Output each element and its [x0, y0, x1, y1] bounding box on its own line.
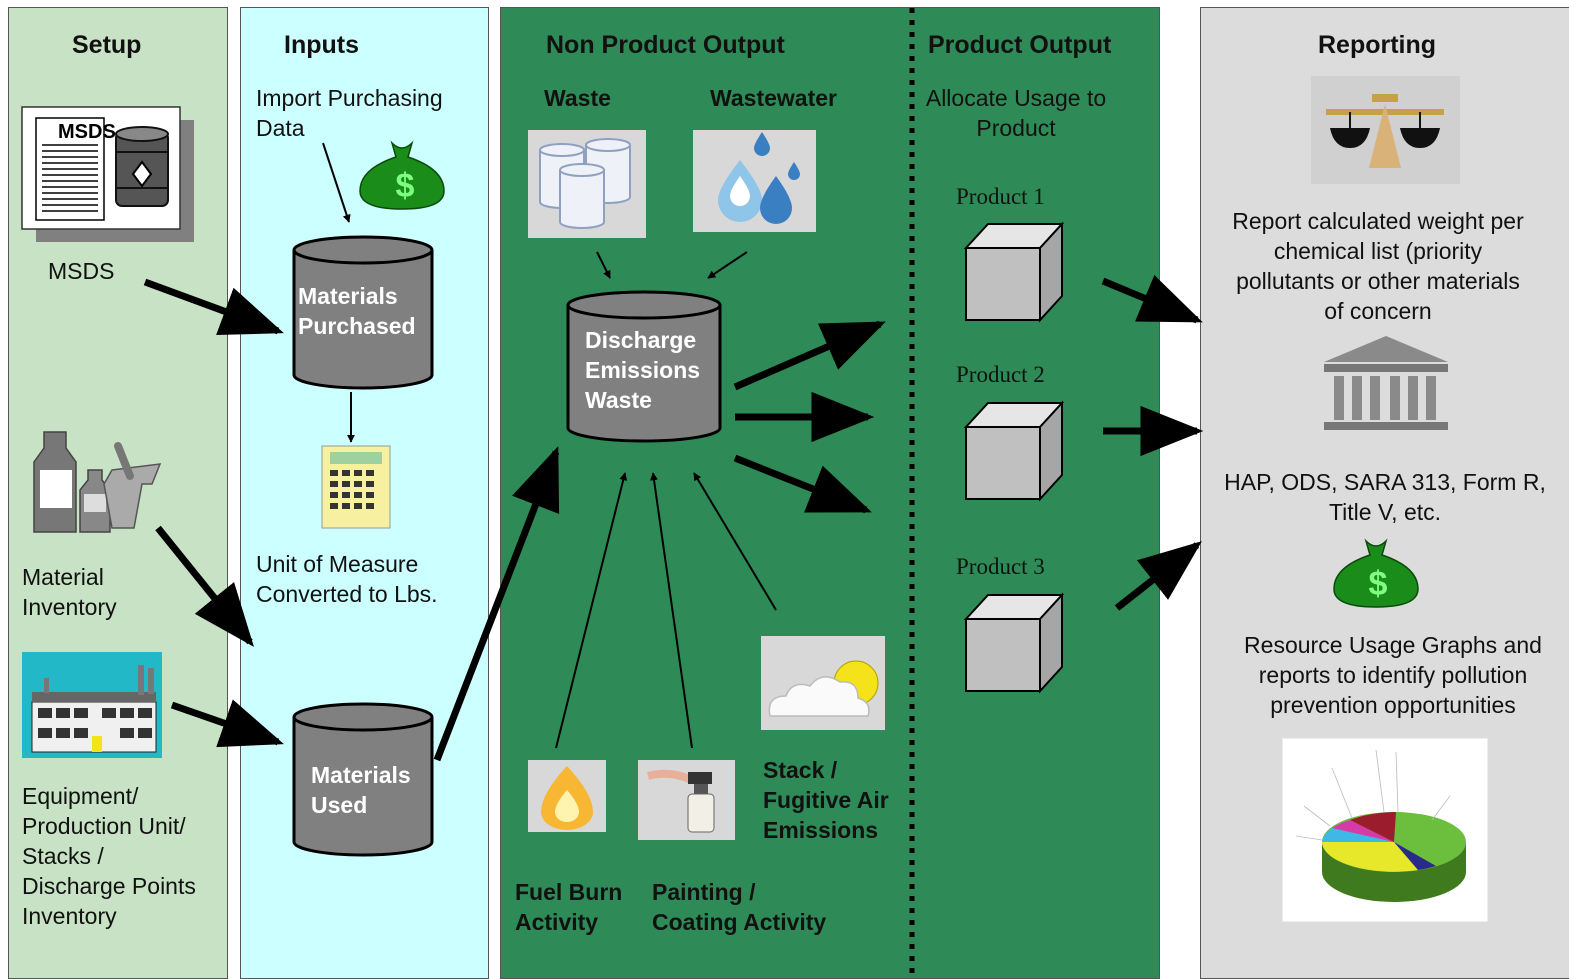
discharge-line: Emissions [585, 357, 701, 383]
discharge-emissions-waste-label: Discharge Emissions Waste [585, 325, 700, 415]
materials-purchased-cylinder [292, 235, 434, 390]
reporting-heading: Reporting [1318, 31, 1437, 59]
report-weight-line: Report calculated weight per [1232, 208, 1524, 234]
hap-line: Title V, etc. [1328, 499, 1442, 525]
materials-purchased-label: Materials Purchased [298, 281, 416, 341]
materials-purchased-line: Purchased [298, 313, 416, 339]
oil-drum-icon [115, 126, 169, 207]
equipment-label: Equipment/ Production Unit/ Stacks / Dis… [22, 781, 196, 931]
materials-used-cylinder [292, 702, 434, 857]
svg-text:$: $ [396, 167, 415, 205]
thick-arrows [143, 274, 1204, 762]
equipment-label-line: Inventory [22, 903, 117, 929]
equipment-label-line: Production Unit/ [22, 813, 186, 839]
materials-purchased-line: Materials [298, 283, 398, 309]
equipment-label-line: Discharge Points [22, 873, 196, 899]
import-line: Import Purchasing [256, 85, 443, 111]
setup-heading: Setup [72, 31, 142, 59]
product-box-icon [963, 221, 1065, 323]
materials-used-line: Used [311, 792, 368, 818]
pie-chart-icon [1281, 737, 1489, 923]
import-purchasing-label: Import Purchasing Data [256, 83, 443, 143]
stack-fugitive-label: Stack / Fugitive Air Emissions [763, 755, 889, 845]
waste-label: Waste [544, 85, 611, 111]
non-product-output-heading: Non Product Output [546, 31, 785, 59]
flame-icon [528, 760, 606, 832]
report-weight-line: pollutants or other materials [1236, 268, 1520, 294]
product-2-label: Product 2 [956, 362, 1045, 387]
fuel-line: Activity [515, 909, 599, 935]
government-building-icon [1324, 336, 1448, 430]
thin-arrows [322, 142, 777, 749]
msds-label: MSDS [48, 258, 115, 284]
resource-line: Resource Usage Graphs and [1244, 632, 1542, 658]
stack-line: Stack / [763, 757, 838, 783]
allocate-line: Product [976, 115, 1056, 141]
product-3-label: Product 3 [956, 554, 1045, 579]
msds-doc-text: MSDS [58, 121, 116, 143]
material-inventory-label: Material Inventory [22, 564, 117, 620]
unit-line: Converted to Lbs. [256, 581, 438, 607]
product-1-label: Product 1 [956, 184, 1045, 209]
painting-line: Painting / [652, 879, 756, 905]
product-box-icon [963, 400, 1065, 502]
report-weight-line: of concern [1324, 298, 1432, 324]
hap-ods-text: HAP, ODS, SARA 313, Form R, Title V, etc… [1204, 467, 1566, 527]
scales-icon [1311, 76, 1460, 184]
wastewater-label: Wastewater [710, 85, 837, 111]
equipment-label-line: Equipment/ [22, 783, 139, 809]
bottles-icon [33, 431, 162, 533]
money-bag-icon: $ [1333, 538, 1419, 608]
waste-barrels-icon [528, 130, 646, 238]
materials-used-label: Materials Used [311, 760, 411, 820]
cloud-sun-icon [761, 636, 885, 730]
factory-icon [22, 652, 162, 758]
svg-text:$: $ [1369, 565, 1388, 603]
discharge-line: Discharge [585, 327, 697, 353]
painting-coating-label: Painting / Coating Activity [652, 877, 826, 937]
product-box-icon [963, 592, 1065, 694]
unit-line: Unit of Measure [256, 551, 419, 577]
product-output-heading: Product Output [928, 31, 1112, 59]
discharge-line: Waste [585, 387, 652, 413]
painting-line: Coating Activity [652, 909, 827, 935]
water-drops-icon [693, 130, 816, 232]
report-weight-text: Report calculated weight per chemical li… [1206, 206, 1550, 326]
stack-line: Emissions [763, 817, 879, 843]
materials-used-line: Materials [311, 762, 411, 788]
stack-line: Fugitive Air [763, 787, 889, 813]
resource-line: reports to identify pollution [1258, 662, 1528, 688]
inputs-heading: Inputs [284, 31, 359, 59]
report-weight-line: chemical list (priority [1273, 238, 1483, 264]
spray-gun-icon [638, 760, 735, 840]
discharge-emissions-waste-cylinder [566, 290, 722, 443]
fuel-burn-label: Fuel Burn Activity [515, 877, 622, 937]
fuel-line: Fuel Burn [515, 879, 623, 905]
money-bag-icon: $ [359, 140, 445, 210]
calculator-icon [321, 445, 391, 529]
resource-usage-text: Resource Usage Graphs and reports to ide… [1220, 630, 1566, 720]
resource-line: prevention opportunities [1270, 692, 1516, 718]
allocate-line: Allocate Usage to [925, 85, 1107, 111]
equipment-label-line: Stacks / [22, 843, 104, 869]
import-line: Data [256, 115, 305, 141]
allocate-usage-label: Allocate Usage to Product [916, 83, 1116, 143]
unit-of-measure-label: Unit of Measure Converted to Lbs. [256, 549, 438, 609]
hap-line: HAP, ODS, SARA 313, Form R, [1224, 469, 1546, 495]
